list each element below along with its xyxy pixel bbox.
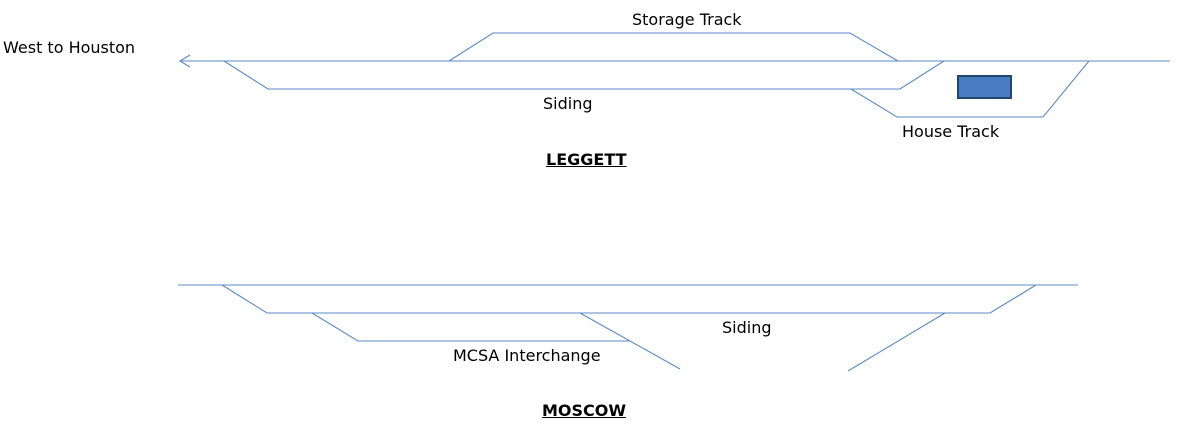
- building-icon: [957, 75, 1012, 99]
- direction-label: West to Houston: [3, 38, 136, 57]
- station-name-moscow: MOSCOW: [542, 401, 627, 420]
- moscow-tracks: [178, 284, 1078, 372]
- leggett-house-track: [850, 60, 1090, 118]
- leggett-siding-label: Siding: [543, 94, 593, 113]
- moscow-siding-label: Siding: [722, 318, 772, 337]
- leggett-storage-track: [448, 32, 899, 62]
- leggett-tracks: [178, 32, 1170, 118]
- station-name-leggett: LEGGETT: [546, 150, 627, 169]
- moscow-siding-track: [221, 284, 1037, 314]
- west-arrowhead-icon: [178, 54, 191, 68]
- interchange-label: MCSA Interchange: [453, 346, 601, 365]
- moscow-spur-right: [847, 312, 946, 372]
- moscow-interchange-track: [311, 312, 630, 342]
- house-track-label: House Track: [902, 122, 1000, 141]
- leggett-siding-track: [223, 60, 945, 90]
- moscow-spur-left: [579, 312, 681, 370]
- storage-track-label: Storage Track: [632, 10, 742, 29]
